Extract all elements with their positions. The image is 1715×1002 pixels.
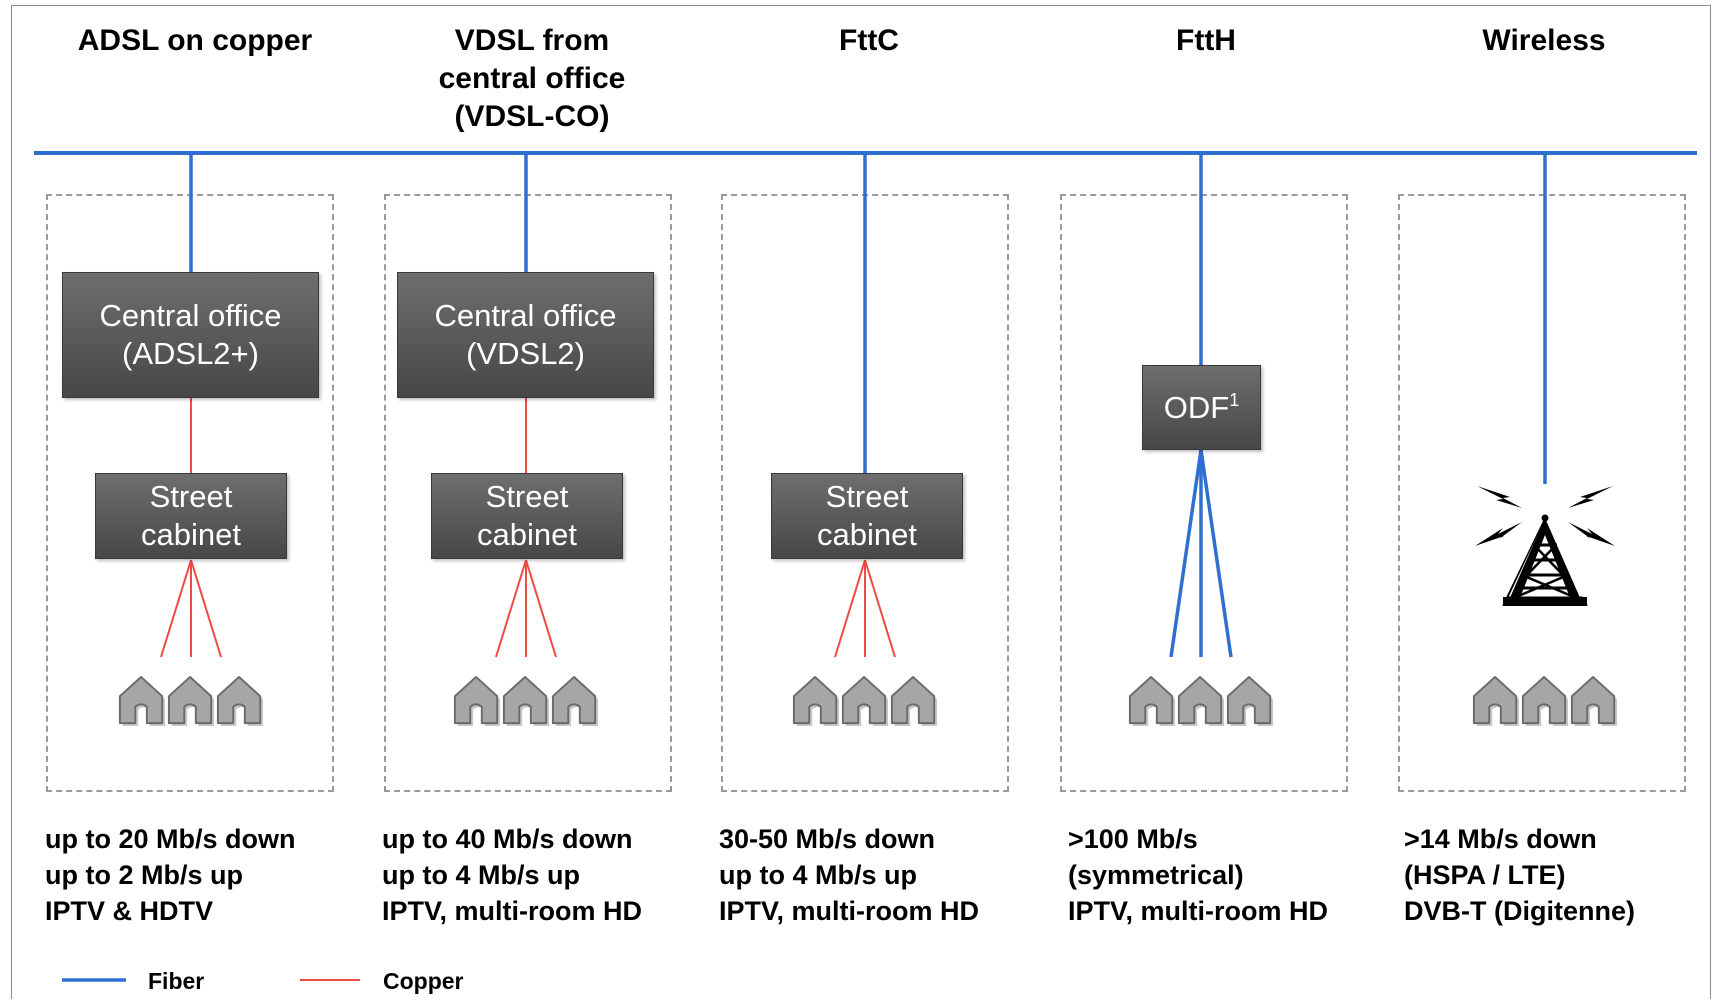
house-icon (216, 676, 264, 726)
house-icon (1128, 676, 1176, 726)
diagram-frame (11, 5, 1711, 999)
legend-copper-swatch (300, 979, 360, 981)
radio-tower-icon (1475, 486, 1615, 606)
legend-fiber-swatch (62, 978, 126, 982)
house-icon (502, 676, 550, 726)
central-office-adsl: Central office(ADSL2+) (62, 272, 319, 398)
title-adsl: ADSL on copper (77, 24, 313, 57)
house-icon (890, 676, 938, 726)
copper-fan-adsl (160, 559, 222, 658)
central-office-vdsl: Central office(VDSL2) (397, 272, 654, 398)
column-box-wireless (1398, 194, 1686, 792)
house-icon (1177, 676, 1225, 726)
title-wireless: Wireless (1482, 24, 1606, 57)
caption-ftth: >100 Mb/s(symmetrical)IPTV, multi-room H… (1068, 824, 1329, 926)
house-icon (1226, 676, 1274, 726)
odf-footnote-marker: 1 (1229, 390, 1240, 410)
legend-fiber-label: Fiber (148, 968, 205, 994)
house-icon (118, 676, 166, 726)
house-icon (1472, 676, 1520, 726)
fiber-fan-ftth (1169, 449, 1233, 658)
house-icon (1521, 676, 1569, 726)
title-vdsl-co: VDSL from central office (VDSL-CO) (438, 24, 626, 133)
title-fttc: FttC (839, 24, 899, 57)
house-icon (551, 676, 599, 726)
copper-fan-vdsl (495, 559, 557, 658)
house-icon (1570, 676, 1618, 726)
house-icon (841, 676, 889, 726)
column-box-vdsl-co (384, 194, 672, 792)
legend-copper-label: Copper (383, 968, 464, 994)
caption-wireless: >14 Mb/s down(HSPA / LTE)DVB-T (Digitenn… (1404, 824, 1635, 926)
copper-fan-fttc (834, 559, 896, 658)
house-icon (167, 676, 215, 726)
title-ftth: FttH (1176, 24, 1236, 57)
house-icon (453, 676, 501, 726)
column-box-ftth (1060, 194, 1348, 792)
house-icon (792, 676, 840, 726)
